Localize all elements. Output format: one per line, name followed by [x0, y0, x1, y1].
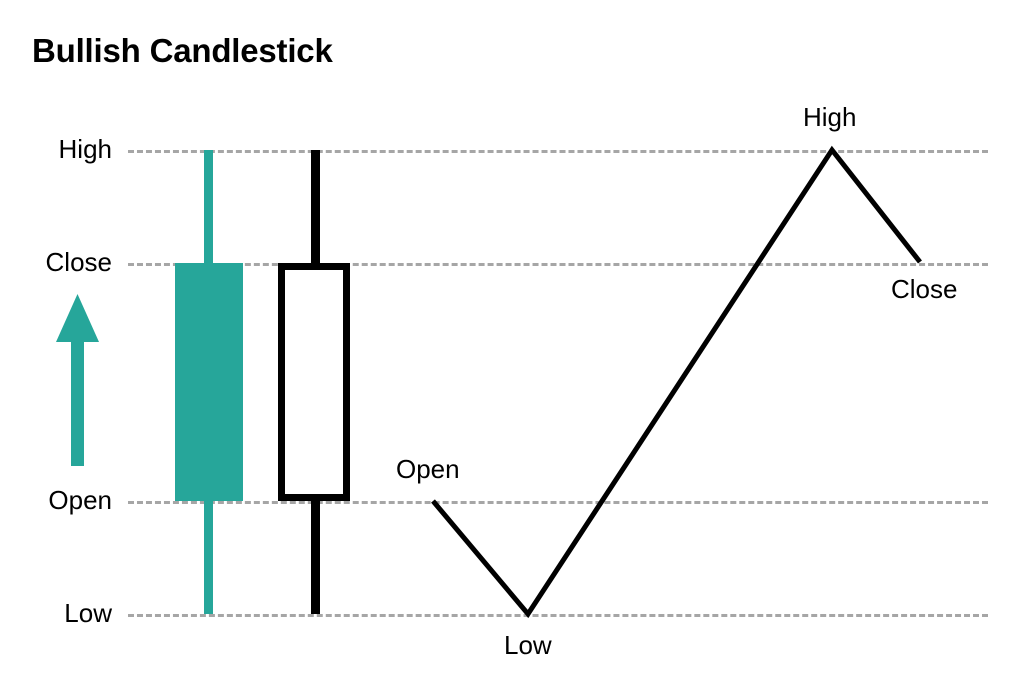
- price-trace: [431, 145, 922, 619]
- trace-label-open: Open: [396, 454, 460, 484]
- gridline-close: [128, 263, 988, 266]
- gridline-high: [128, 150, 988, 153]
- gridline-open: [128, 501, 988, 504]
- hollow-bullish-candle: [278, 150, 350, 614]
- axis-label-low: Low: [64, 598, 112, 628]
- trace-label-low: Low: [504, 630, 552, 660]
- filled-bullish-candle: [175, 150, 243, 614]
- axis-label-open: Open: [48, 485, 112, 515]
- up-arrow-icon: [56, 294, 99, 466]
- gridline-low: [128, 614, 988, 617]
- trace-label-high: High: [803, 102, 857, 132]
- trace-label-close: Close: [891, 274, 958, 304]
- axis-label-high: High: [58, 134, 112, 164]
- axis-label-close: Close: [45, 247, 112, 277]
- page-title: Bullish Candlestick: [32, 32, 333, 69]
